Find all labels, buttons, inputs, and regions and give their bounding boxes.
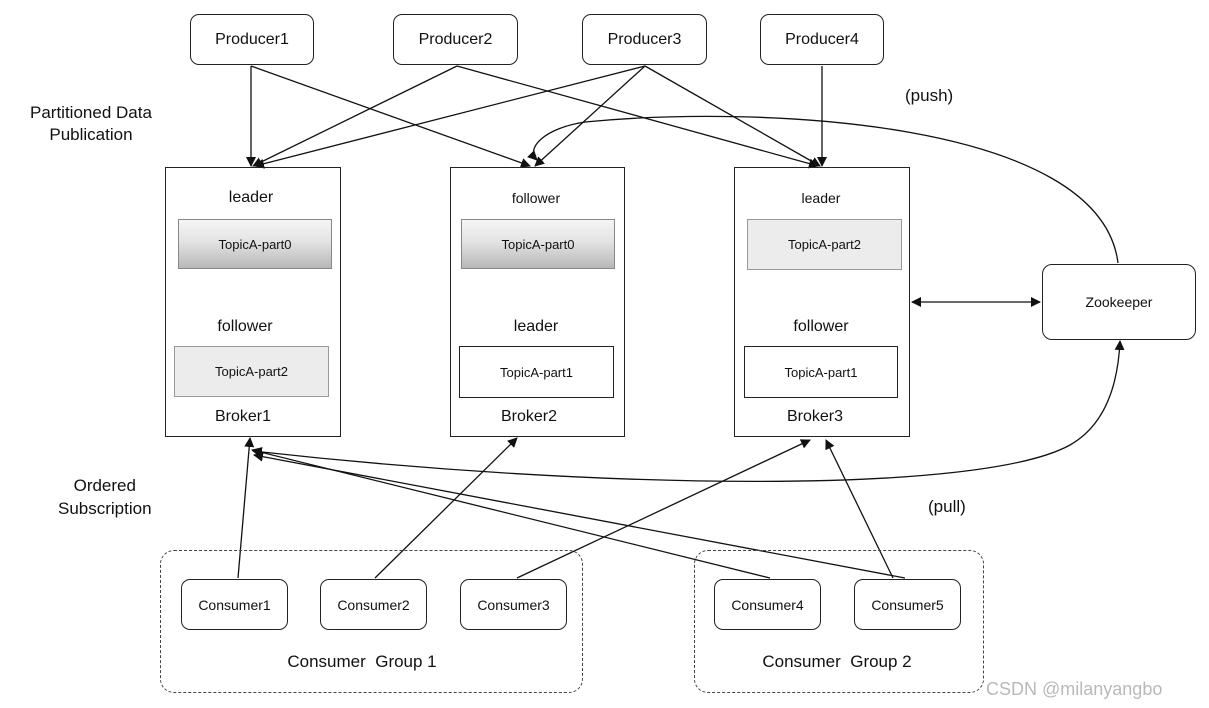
producer4-label: Producer4 xyxy=(785,30,859,48)
edge-broker1-zookeeper-pull xyxy=(252,340,1125,482)
edge-producer2-broker3 xyxy=(456,65,819,169)
edge-consumer5-broker3 xyxy=(825,439,894,579)
consumer2-node[interactable]: Consumer2 xyxy=(320,579,427,630)
broker3-top-partition-label: TopicA-part2 xyxy=(788,237,861,252)
consumer4-label: Consumer4 xyxy=(731,596,804,613)
consumer4-node[interactable]: Consumer4 xyxy=(714,579,821,630)
broker1-node[interactable] xyxy=(165,167,341,437)
broker1-bottom-partition-label: TopicA-part2 xyxy=(215,364,288,379)
consumer-group-2-label: Consumer Group 2 xyxy=(762,652,912,671)
producer1-node[interactable]: Producer1 xyxy=(190,14,314,65)
push-annotation: (push) xyxy=(905,86,954,105)
consumer5-node[interactable]: Consumer5 xyxy=(854,579,961,630)
broker2-bottom-partition[interactable]: TopicA-part1 xyxy=(459,346,614,398)
consumer-group-1[interactable] xyxy=(160,550,583,693)
edge-consumer5-broker1 xyxy=(253,451,906,579)
producer3-node[interactable]: Producer3 xyxy=(582,14,707,65)
consumer-group-1-label: Consumer Group 1 xyxy=(287,652,437,671)
producer4-node[interactable]: Producer4 xyxy=(760,14,884,65)
broker2-name: Broker2 xyxy=(500,408,558,425)
broker3-bottom-partition[interactable]: TopicA-part1 xyxy=(744,346,898,398)
consumer5-label: Consumer5 xyxy=(871,596,944,613)
subscription-annotation: Ordered Subscription xyxy=(58,476,152,518)
broker2-bottom-role: leader xyxy=(513,318,559,335)
consumer1-label: Consumer1 xyxy=(198,596,271,613)
broker3-bottom-role: follower xyxy=(793,318,849,335)
broker2-top-partition-label: TopicA-part0 xyxy=(501,236,575,252)
consumer3-node[interactable]: Consumer3 xyxy=(460,579,567,630)
broker3-bottom-partition-label: TopicA-part1 xyxy=(784,364,858,380)
edge-producer3-broker1 xyxy=(254,65,646,169)
broker2-top-partition[interactable]: TopicA-part0 xyxy=(461,219,615,269)
broker3-node[interactable] xyxy=(734,167,910,437)
edge-producer3-broker2 xyxy=(534,65,646,167)
edge-producer1-broker2 xyxy=(250,65,531,168)
edge-consumer2-broker2 xyxy=(374,437,518,579)
consumer-group-2[interactable] xyxy=(694,550,984,693)
zookeeper-label: Zookeeper xyxy=(1085,294,1153,310)
broker2-bottom-partition-label: TopicA-part1 xyxy=(500,364,573,380)
producer1-label: Producer1 xyxy=(215,30,289,48)
broker2-top-role: follower xyxy=(511,190,561,206)
broker1-bottom-role: follower xyxy=(217,318,273,335)
broker1-name: Broker1 xyxy=(214,408,272,425)
publication-annotation: Partitioned Data Publication xyxy=(30,103,152,144)
broker1-top-partition[interactable]: TopicA-part0 xyxy=(178,219,332,269)
consumer2-label: Consumer2 xyxy=(337,596,410,613)
producer2-node[interactable]: Producer2 xyxy=(393,14,518,65)
broker3-top-role: leader xyxy=(801,190,841,206)
edge-consumer3-broker3 xyxy=(516,439,811,579)
producer2-label: Producer2 xyxy=(418,30,493,48)
broker1-top-partition-label: TopicA-part0 xyxy=(218,236,292,252)
broker2-node[interactable] xyxy=(450,167,625,437)
edge-consumer1-broker1 xyxy=(237,437,255,579)
broker1-bottom-partition[interactable]: TopicA-part2 xyxy=(174,346,329,397)
broker1-top-role: leader xyxy=(228,189,274,206)
edge-zookeeper-push-broker2 xyxy=(527,115,1119,264)
broker3-name: Broker3 xyxy=(786,408,844,425)
consumer1-node[interactable]: Consumer1 xyxy=(181,579,288,630)
broker3-top-partition[interactable]: TopicA-part2 xyxy=(747,219,902,270)
pull-annotation: (pull) xyxy=(928,497,966,516)
csdn-watermark: CSDN @milanyangbo xyxy=(986,679,1163,699)
edge-producer2-broker1 xyxy=(252,65,458,167)
consumer3-label: Consumer3 xyxy=(477,596,550,613)
producer3-label: Producer3 xyxy=(607,30,682,48)
zookeeper-node[interactable]: Zookeeper xyxy=(1042,264,1196,340)
